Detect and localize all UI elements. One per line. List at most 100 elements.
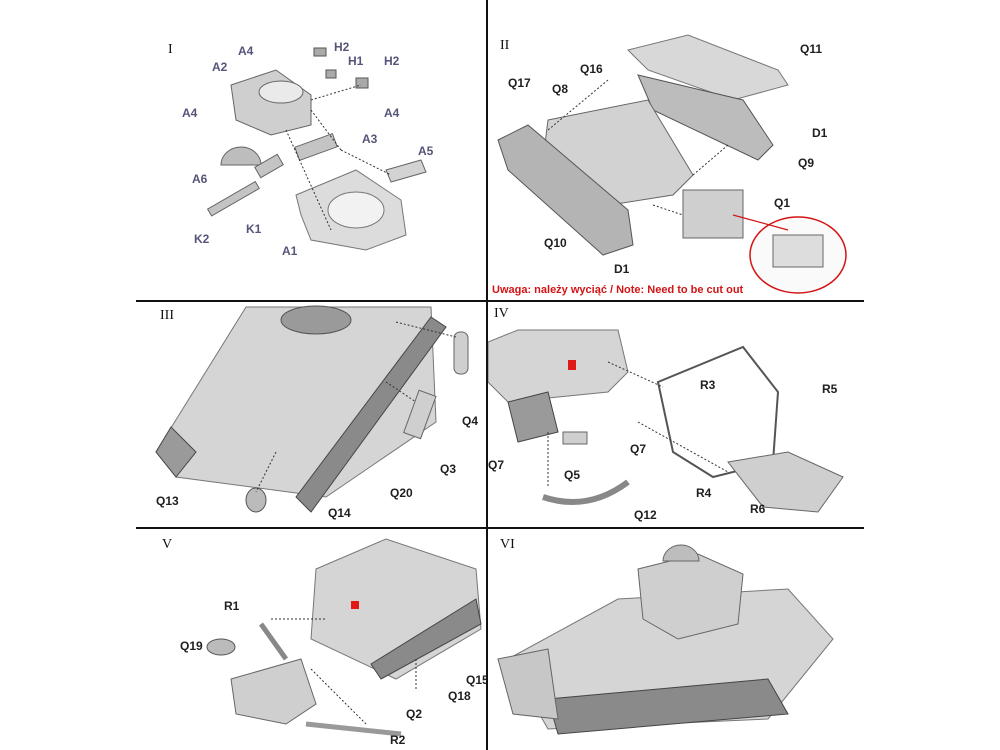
hull-body-part [155, 306, 437, 498]
skid-part [497, 648, 559, 720]
gun-mantlet-part [254, 153, 284, 179]
part-label: R1 [224, 599, 240, 613]
hatch-part [385, 159, 427, 183]
part-label: Q5 [564, 468, 581, 482]
part-label: Q15 [466, 673, 486, 687]
part-label: D1 [812, 126, 828, 140]
wheel-part [206, 638, 236, 656]
part-label: A5 [418, 144, 434, 158]
cut-out-detail [772, 234, 824, 268]
step-number: III [160, 308, 174, 323]
horizontal-divider-bottom [136, 527, 864, 529]
part-label: Q10 [544, 236, 567, 250]
step-number: V [162, 537, 173, 552]
vertical-divider [486, 0, 488, 750]
track-part [497, 124, 634, 256]
part-label: Q16 [580, 62, 603, 76]
part-label: R5 [822, 382, 838, 396]
step-number: VI [500, 537, 515, 552]
cupola-dome-part [662, 544, 700, 562]
part-label: Q11 [800, 42, 823, 56]
lower-bar-part [305, 721, 402, 737]
part-label: Q2 [406, 707, 423, 721]
idler-part [245, 487, 267, 513]
step-number: IV [494, 306, 509, 321]
part-label: Q19 [180, 639, 203, 653]
part-label: Q17 [508, 76, 531, 90]
small-part [325, 69, 337, 79]
strut-part [258, 622, 289, 661]
panel-step-5: V R1 Q19 Q15 Q18 Q2 R2 [136, 529, 486, 750]
bracket-part [403, 389, 437, 440]
small-part [313, 47, 327, 57]
chassis-assembly-drawing [497, 34, 847, 294]
skid-part [727, 451, 844, 513]
part-label: R2 [390, 733, 406, 747]
part-label: R4 [696, 486, 712, 500]
turret-part [637, 553, 744, 640]
track-part [547, 678, 789, 735]
step-number: I [168, 42, 173, 57]
part-label: A3 [362, 132, 378, 146]
part-label: A1 [282, 244, 298, 258]
rear-skid-assembly-drawing [206, 538, 482, 737]
marker-highlight [568, 360, 576, 370]
turret-part [230, 69, 312, 136]
track-part [370, 598, 482, 680]
transmission-box-part [682, 189, 744, 239]
marker-highlight [351, 601, 359, 609]
horizontal-divider-top [136, 300, 864, 302]
part-label: A2 [212, 60, 228, 74]
part-label: Q18 [448, 689, 471, 703]
panel-step-1: I A4 H2 A2 H1 H2 A4 A4 A3 A6 A5 K1 [136, 0, 486, 300]
cut-out-note: Uwaga: należy wyciąć / Note: Need to be … [492, 284, 744, 296]
track-part [507, 391, 559, 443]
cupola-dome-part [220, 146, 262, 166]
panel-step-3: III Q4 Q3 Q13 Q20 Q14 [136, 302, 486, 527]
part-label: A6 [192, 172, 208, 186]
hull-rear-part [488, 329, 629, 403]
part-label: Q20 [390, 486, 413, 500]
step-number: II [500, 38, 510, 53]
mount-part [294, 132, 338, 162]
hull-rear-assembly-drawing [155, 305, 469, 513]
part-label: H2 [384, 54, 400, 68]
part-label: Q9 [798, 156, 815, 170]
small-plate-part [562, 431, 588, 445]
part-label: D1 [614, 262, 630, 276]
part-label: A4 [182, 106, 198, 120]
tow-hook-part [542, 479, 630, 505]
top-plate-part [627, 34, 789, 101]
panel-step-6: VI [488, 529, 864, 750]
part-label: Q7 [630, 442, 647, 456]
turret-ring-hole [280, 305, 352, 335]
part-label: A4 [238, 44, 254, 58]
exhaust-part [453, 331, 469, 375]
panel-step-2: II Q11 Q17 Q16 Q8 D1 Q9 Q1 Q10 D1 Uwaga:… [488, 0, 864, 300]
part-label: H1 [348, 54, 364, 68]
part-label: K2 [194, 232, 210, 246]
panel-step-4: IV R3 R5 Q7 Q7 Q5 R4 R6 Q12 [488, 302, 864, 527]
turret-assembly-drawing [206, 47, 427, 251]
turret-ring-hole [327, 191, 385, 229]
track-part [155, 426, 197, 478]
part-label: Q4 [462, 414, 479, 428]
rear-frame-assembly-drawing [488, 329, 844, 513]
track-part [295, 316, 447, 513]
part-label: Q12 [634, 508, 657, 522]
part-label: K1 [246, 222, 262, 236]
completed-tank-drawing [497, 544, 834, 735]
part-label: Q13 [156, 494, 179, 508]
skid-frame-part [230, 658, 317, 725]
gun-barrel-part [206, 180, 260, 217]
part-label: Q3 [440, 462, 457, 476]
part-label: Q14 [328, 506, 351, 520]
turret-top-opening [258, 80, 304, 104]
part-label: R6 [750, 502, 766, 516]
part-label: R3 [700, 378, 716, 392]
part-label: Q8 [552, 82, 569, 96]
part-label: A4 [384, 106, 400, 120]
part-label: Q1 [774, 196, 791, 210]
part-label: H2 [334, 40, 350, 54]
part-label: Q7 [488, 458, 505, 472]
